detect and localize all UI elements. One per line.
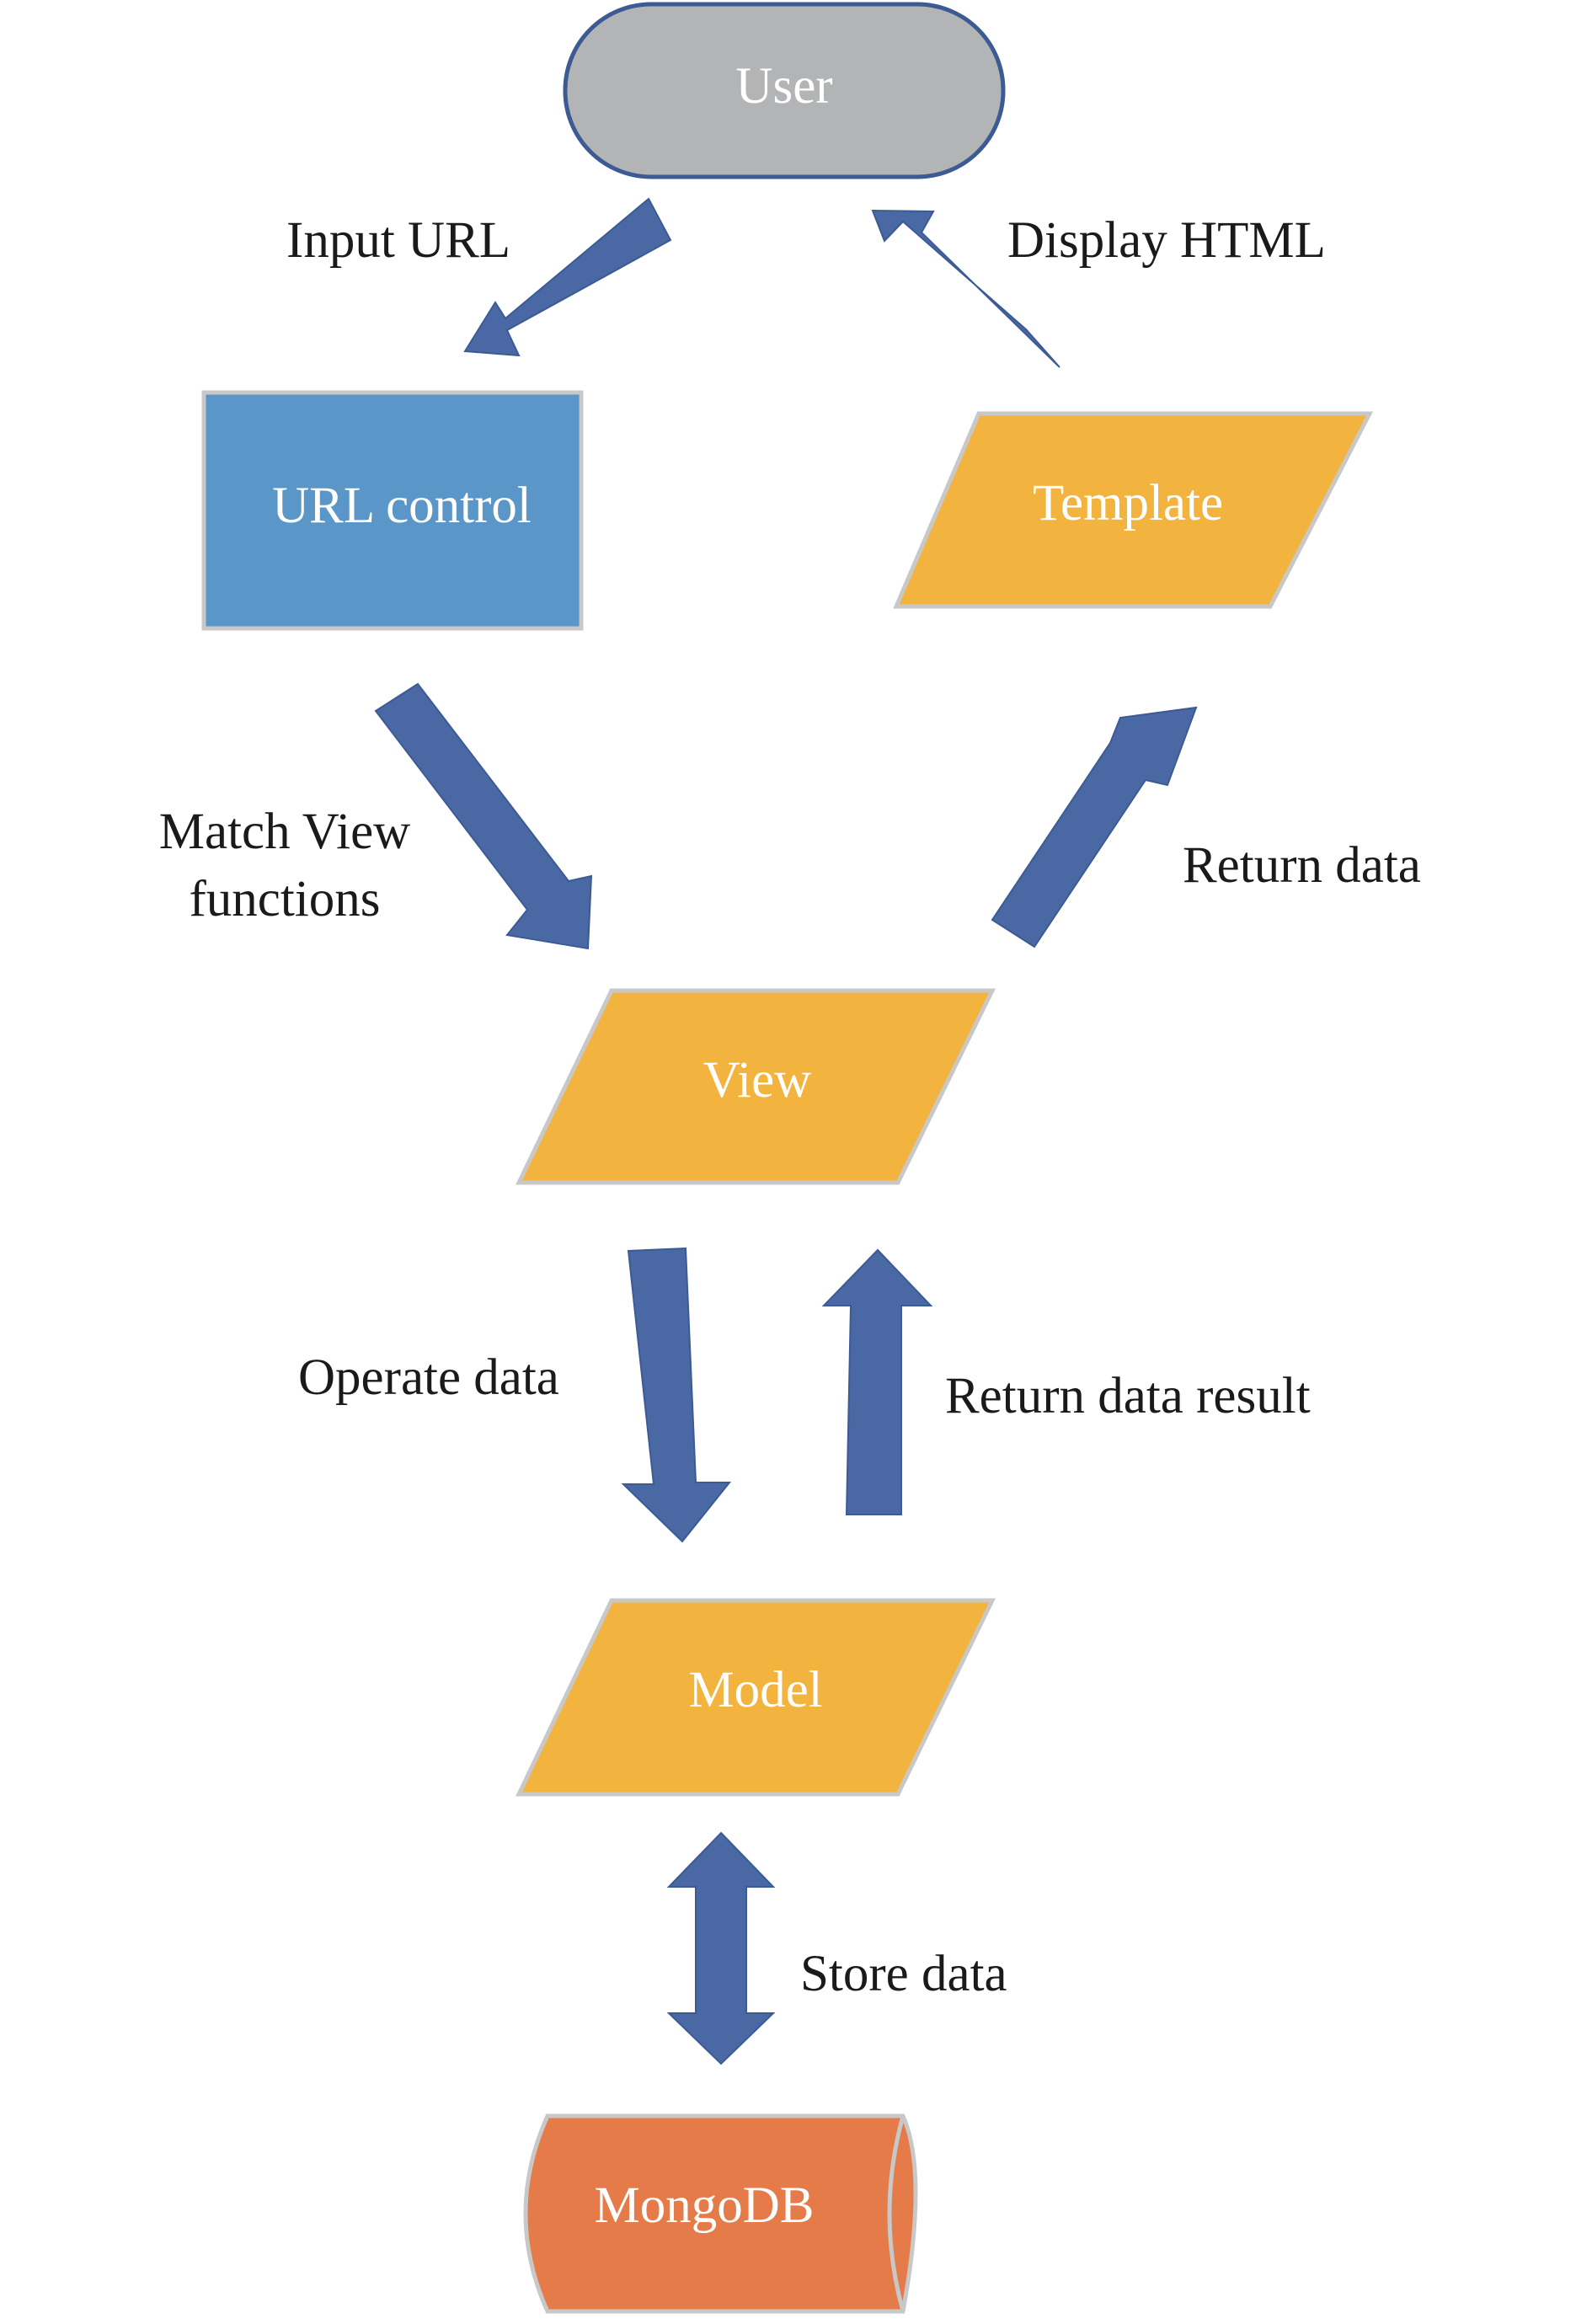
return-data-result-arrow (821, 1248, 933, 1515)
input-url-arrow (463, 197, 672, 357)
template-node-shape (893, 411, 1374, 609)
store-data-arrow (666, 1831, 776, 2065)
return-data-label: Return data (1183, 837, 1421, 894)
model-node-label: Model (688, 1662, 822, 1718)
view-node-shape (516, 988, 996, 1185)
display-html-arrow (871, 209, 1060, 368)
match-view-arrow (374, 682, 593, 950)
url-control-node: URL control (201, 390, 584, 631)
model-node: Model (516, 1598, 996, 1797)
match-view-label-line2: functions (189, 871, 380, 927)
user-node: User (563, 2, 1006, 179)
mongodb-node-label: MongoDB (595, 2177, 815, 2234)
mongodb-node-end-cap (887, 2115, 906, 2312)
mongodb-node: MongoDB (523, 2113, 918, 2314)
return-data-arrow (991, 706, 1198, 948)
operate-data-arrow (621, 1247, 732, 1543)
operate-data-label: Operate data (298, 1349, 559, 1406)
user-node-shape (563, 2, 1006, 179)
template-node-label: Template (1033, 475, 1223, 532)
url-control-node-label: URL control (272, 478, 532, 534)
model-node-shape (516, 1598, 996, 1797)
store-data-label: Store data (800, 1946, 1007, 2002)
return-data-result-label: Return data result (945, 1368, 1311, 1424)
view-node-label: View (703, 1052, 811, 1109)
user-node-label: User (735, 58, 832, 115)
view-node: View (516, 988, 996, 1185)
match-view-label-line1: Match View (159, 804, 410, 860)
input-url-label: Input URL (286, 212, 510, 269)
display-html-label: Display HTML (1007, 212, 1326, 269)
template-node: Template (893, 411, 1374, 609)
url-control-node-shape (201, 390, 584, 631)
